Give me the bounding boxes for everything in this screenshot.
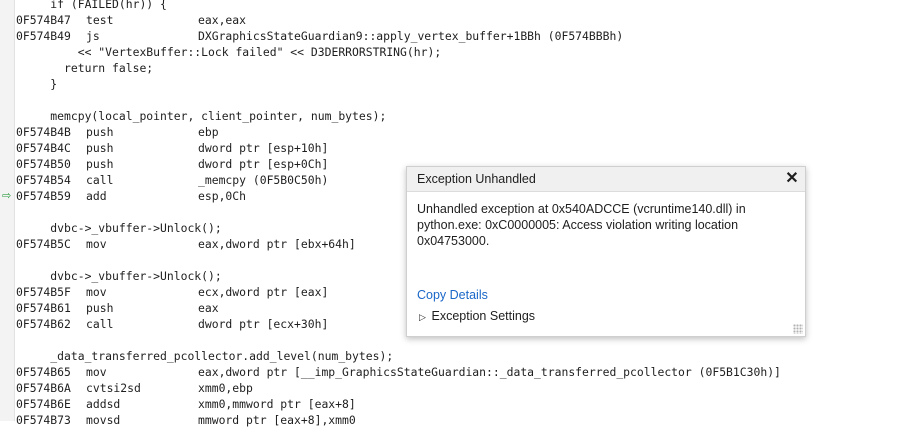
asm-line[interactable]: 0F574B61 push eax (16, 300, 906, 316)
instruction-address: 0F574B50 (16, 157, 71, 171)
instruction-address: 0F574B5F (16, 285, 71, 299)
copy-details-link[interactable]: Copy Details (417, 288, 488, 302)
exception-message: Unhandled exception at 0x540ADCCE (vcrun… (417, 202, 746, 248)
instruction-operand: eax,eax (198, 13, 247, 27)
instruction-operand: esp,0Ch (198, 189, 247, 203)
close-icon[interactable]: ✕ (785, 170, 799, 187)
instruction-address: 0F574B62 (16, 317, 71, 331)
popup-title: Exception Unhandled (417, 172, 536, 186)
source-text: memcpy(local_pointer, client_pointer, nu… (16, 109, 387, 123)
source-line[interactable]: << "VertexBuffer::Lock failed" << D3DERR… (16, 44, 906, 60)
instruction-address: 0F574B47 (16, 13, 71, 27)
source-text: dvbc->_vbuffer->Unlock(); (16, 221, 222, 235)
asm-line[interactable]: 0F574B50 push dword ptr [esp+0Ch] (16, 156, 906, 172)
source-line[interactable]: return false; (16, 60, 906, 76)
asm-line[interactable]: 0F574B62 call dword ptr [ecx+30h] (16, 316, 906, 332)
asm-line[interactable]: 0F574B47 test eax,eax (16, 12, 906, 28)
source-line[interactable]: dvbc->_vbuffer->Unlock(); (16, 220, 906, 236)
instruction-operand: xmm0,ebp (198, 381, 253, 395)
instruction-address: 0F574B59 (16, 189, 71, 203)
exception-popup: Exception Unhandled ✕ Unhandled exceptio… (406, 166, 806, 337)
instruction-mnemonic: cvtsi2sd (86, 381, 141, 395)
source-text: << "VertexBuffer::Lock failed" << D3DERR… (16, 45, 442, 59)
instruction-operand: dword ptr [ecx+30h] (198, 317, 329, 331)
instruction-address: 0F574B73 (16, 413, 71, 427)
asm-line[interactable]: 0F574B49 js DXGraphicsStateGuardian9::appl… (16, 28, 906, 44)
source-text: dvbc->_vbuffer->Unlock(); (16, 269, 222, 283)
instruction-mnemonic: test (86, 13, 114, 27)
instruction-mnemonic: push (86, 141, 114, 155)
expand-icon: ▷ (419, 312, 426, 322)
asm-line[interactable]: 0F574B5F mov ecx,dword ptr [eax] (16, 284, 906, 300)
editor-gutter (0, 0, 15, 421)
instruction-address: 0F574B6E (16, 397, 71, 411)
instruction-mnemonic: call (86, 317, 114, 331)
asm-line[interactable]: 0F574B6A cvtsi2sd xmm0,ebp (16, 380, 906, 396)
instruction-operand: dword ptr [esp+0Ch] (198, 157, 329, 171)
instruction-operand: mmword ptr [eax+8],xmm0 (198, 413, 356, 427)
instruction-address: 0F574B54 (16, 173, 71, 187)
instruction-address: 0F574B6A (16, 381, 71, 395)
source-line[interactable]: if (FAILED(hr)) { (16, 0, 906, 12)
source-line[interactable]: _data_transferred_pcollector.add_level(n… (16, 348, 906, 364)
asm-line[interactable]: 0F574B54 call _memcpy (0F5B0C50h) (16, 172, 906, 188)
instruction-mnemonic: push (86, 157, 114, 171)
asm-line[interactable]: 0F574B59 add esp,0Ch (16, 188, 906, 204)
asm-line[interactable]: 0F574B5C mov eax,dword ptr [ebx+64h] (16, 236, 906, 252)
instruction-operand: ebp (198, 125, 219, 139)
instruction-operand: DXGraphicsStateGuardian9::apply_vertex_b… (198, 29, 624, 43)
instruction-address: 0F574B5C (16, 237, 71, 251)
instruction-mnemonic: movsd (86, 413, 121, 427)
instruction-mnemonic: mov (86, 237, 107, 251)
instruction-mnemonic: addsd (86, 397, 121, 411)
asm-line[interactable]: 0F574B6E addsd xmm0,mmword ptr [eax+8] (16, 396, 906, 412)
instruction-address: 0F574B49 (16, 29, 71, 43)
instruction-operand: xmm0,mmword ptr [eax+8] (198, 397, 356, 411)
instruction-operand: eax,dword ptr [ebx+64h] (198, 237, 356, 251)
source-text: if (FAILED(hr)) { (16, 0, 167, 11)
instruction-operand: ecx,dword ptr [eax] (198, 285, 329, 299)
exception-settings-label: Exception Settings (431, 309, 536, 323)
instruction-mnemonic: call (86, 173, 114, 187)
source-text: _data_transferred_pcollector.add_level(n… (16, 349, 394, 363)
source-text: return false; (16, 61, 154, 75)
asm-line[interactable]: 0F574B4C push dword ptr [esp+10h] (16, 140, 906, 156)
instruction-operand: eax,dword ptr [__imp_GraphicsStateGuardi… (198, 365, 781, 379)
instruction-mnemonic: push (86, 125, 114, 139)
asm-line[interactable]: 0F574B73 movsd mmword ptr [eax+8],xmm0 (16, 412, 906, 428)
instruction-mnemonic: mov (86, 285, 107, 299)
instruction-operand: eax (198, 301, 219, 315)
source-text: } (16, 77, 58, 91)
popup-header: Exception Unhandled ✕ (407, 167, 805, 192)
instruction-mnemonic: add (86, 189, 107, 203)
source-line[interactable]: memcpy(local_pointer, client_pointer, nu… (16, 108, 906, 124)
instruction-mnemonic: push (86, 301, 114, 315)
source-line[interactable] (16, 92, 906, 108)
instruction-address: 0F574B4B (16, 125, 71, 139)
instruction-mnemonic: js (86, 29, 100, 43)
instruction-operand: _memcpy (0F5B0C50h) (198, 173, 329, 187)
instruction-mnemonic: mov (86, 365, 107, 379)
asm-line[interactable]: 0F574B65 mov eax,dword ptr [__imp_Graphics… (16, 364, 906, 380)
instruction-operand: dword ptr [esp+10h] (198, 141, 329, 155)
instruction-address: 0F574B61 (16, 301, 71, 315)
exception-settings-toggle[interactable]: ▷ Exception Settings (419, 309, 535, 323)
source-line[interactable]: } (16, 76, 906, 92)
resize-grip-icon[interactable] (793, 324, 803, 334)
source-line[interactable]: dvbc->_vbuffer->Unlock(); (16, 268, 906, 284)
instruction-address: 0F574B65 (16, 365, 71, 379)
current-statement-arrow-icon: ⇨ (2, 189, 12, 202)
asm-line[interactable]: 0F574B4B push ebp (16, 124, 906, 140)
instruction-address: 0F574B4C (16, 141, 71, 155)
